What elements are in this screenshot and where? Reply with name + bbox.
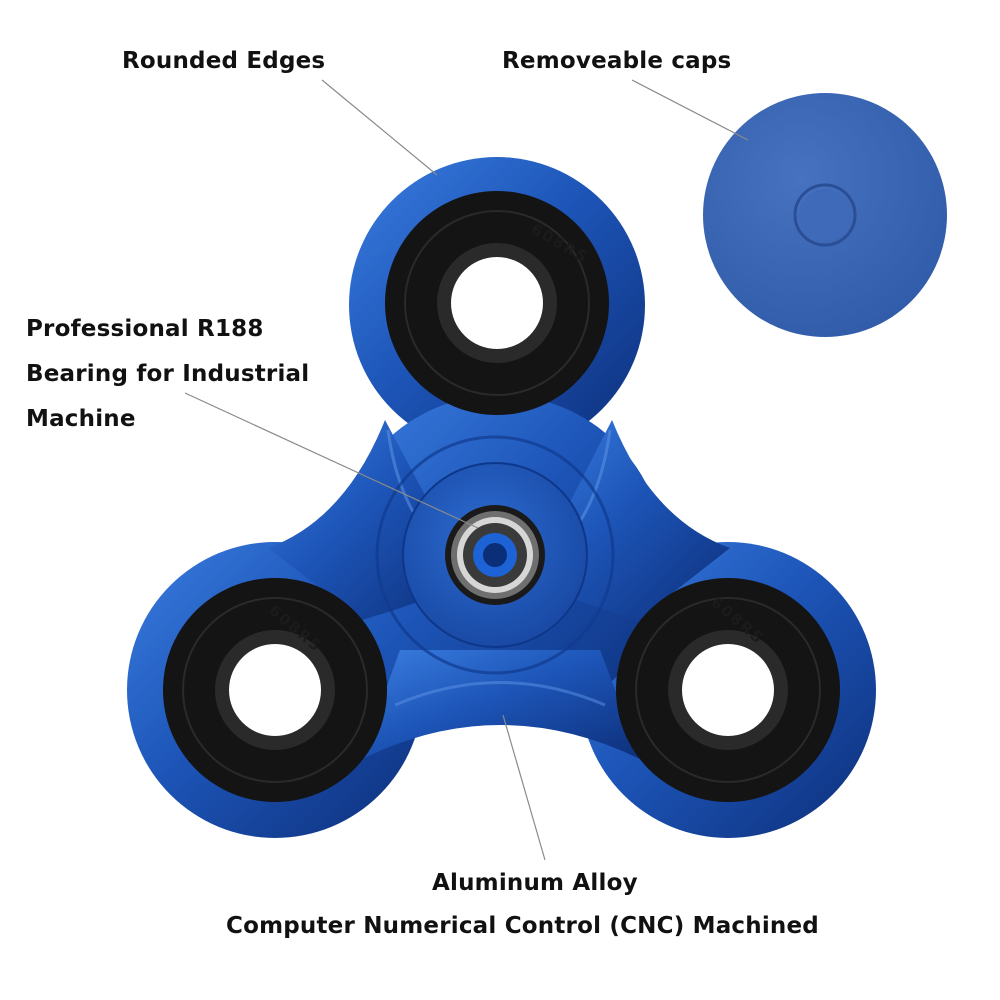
leader-line-removeable-caps xyxy=(631,79,749,141)
bearing-left: 608RS xyxy=(163,578,387,802)
center-hub xyxy=(375,435,615,675)
bearing-top: 608RS xyxy=(385,191,609,415)
leader-line-bearing xyxy=(184,392,479,529)
leader-line-rounded-edges xyxy=(321,79,438,176)
bearing-right: 608RS xyxy=(616,578,840,802)
label-rounded-edges: Rounded Edges xyxy=(122,48,326,74)
removable-cap xyxy=(703,93,947,337)
leader-line-aluminum xyxy=(502,714,546,861)
leader-lines xyxy=(184,79,749,861)
label-cnc-machined: Computer Numerical Control (CNC) Machine… xyxy=(226,913,819,939)
label-aluminum-alloy: Aluminum Alloy xyxy=(432,870,638,896)
label-bearing-line2: Bearing for Industrial xyxy=(26,361,310,387)
label-bearing-line1: Professional R188 xyxy=(26,316,264,342)
label-bearing-line3: Machine xyxy=(26,406,136,432)
label-removeable-caps: Removeable caps xyxy=(502,48,732,74)
